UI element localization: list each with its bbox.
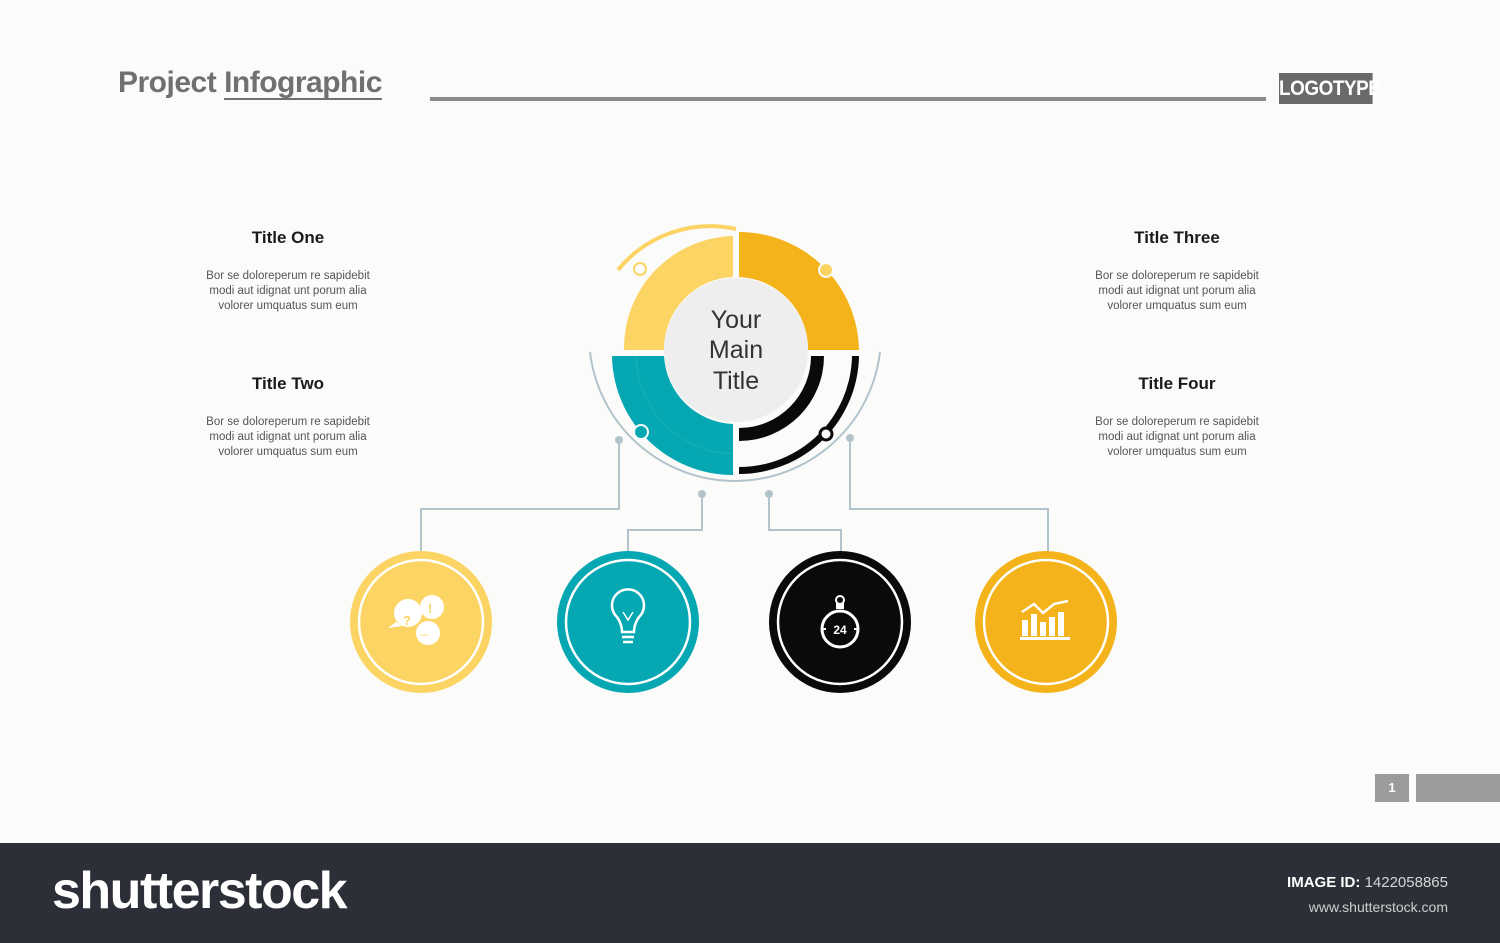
item-line: modi aut idignat unt porum alia <box>209 431 367 443</box>
center-title-line: Main <box>709 336 763 364</box>
quadrant-bottom-right-outer <box>739 356 859 474</box>
page-bar <box>1416 774 1500 802</box>
logotype-badge: LOGOTYPE <box>1279 73 1381 104</box>
quadrant-bottom-left <box>636 356 733 454</box>
connector-node <box>846 434 854 442</box>
outer-arc-yellow <box>616 224 737 272</box>
svg-text:!: ! <box>428 601 432 616</box>
connector-node <box>765 490 773 498</box>
svg-text:?: ? <box>403 613 411 628</box>
item-title: Title Three <box>1134 228 1220 247</box>
quadrant-top-right <box>739 232 859 350</box>
title-part-2: Infographic <box>224 66 382 99</box>
center-title-line: Your <box>711 306 762 334</box>
text-block-two: Title Two Bor se doloreperum re sapidebi… <box>168 374 408 460</box>
ring-knob <box>633 262 647 276</box>
item-line: modi aut idignat unt porum alia <box>209 285 367 297</box>
image-id-label: IMAGE ID: <box>1287 874 1361 891</box>
connector-node <box>698 490 706 498</box>
image-id-value: 1422058865 <box>1364 874 1448 891</box>
item-title: Title One <box>251 228 325 247</box>
quadrant-top-left <box>623 236 733 350</box>
item-title: Title Two <box>251 374 325 393</box>
icon-circle-four <box>975 551 1117 693</box>
item-line: modi aut idignat unt porum alia <box>1098 431 1256 443</box>
ring-knob <box>818 262 834 278</box>
header-rule <box>430 97 1266 101</box>
item-line: Bor se doloreperum re sapidebit <box>206 270 370 282</box>
bar-chart-icon <box>1020 599 1070 640</box>
item-line: Bor se doloreperum re sapidebit <box>1095 416 1259 428</box>
footer-bar: shutterstock IMAGE ID: 1422058865 www.sh… <box>0 843 1500 943</box>
ring-knob <box>818 426 834 442</box>
connector-node <box>615 436 623 444</box>
stopwatch-24-icon: 24 <box>820 595 860 649</box>
center-circle <box>664 278 808 422</box>
lightbulb-icon <box>610 588 646 644</box>
text-block-three: Title Three Bor se doloreperum re sapide… <box>1057 228 1297 314</box>
brand-logo: shutterstock <box>52 862 348 920</box>
item-line: volorer umquatus sum eum <box>1107 446 1247 458</box>
site-url: www.shutterstock.com <box>1308 899 1448 915</box>
slide: Project Infographic LOGOTYPE Title One B… <box>118 66 1500 802</box>
item-line: Bor se doloreperum re sapidebit <box>1095 270 1259 282</box>
item-line: volorer umquatus sum eum <box>218 446 358 458</box>
ring-knob <box>633 424 649 440</box>
title-part-1: Project <box>118 66 217 99</box>
item-line: volorer umquatus sum eum <box>218 300 358 312</box>
item-line: modi aut idignat unt porum alia <box>1098 285 1256 297</box>
icon-circle-two <box>557 551 699 693</box>
item-title: Title Four <box>1138 374 1216 393</box>
page-number: 1 <box>1375 774 1409 802</box>
center-title-line: Title <box>713 367 759 395</box>
outer-arc-connector <box>589 351 881 482</box>
chat-bubbles-icon: ? ! ... <box>388 595 444 645</box>
quadrant-bottom-left-outer <box>612 356 733 475</box>
icon-circle-three: 24 <box>769 551 911 693</box>
item-line: volorer umquatus sum eum <box>1107 300 1247 312</box>
stopwatch-label: 24 <box>833 623 847 637</box>
text-block-four: Title Four Bor se doloreperum re sapideb… <box>1057 374 1297 460</box>
svg-text:...: ... <box>420 628 429 639</box>
item-line: Bor se doloreperum re sapidebit <box>206 416 370 428</box>
page-title: Project Infographic <box>118 66 382 100</box>
icon-circle-one: ? ! ... <box>350 551 492 693</box>
hub-diagram: Your Main Title ? <box>350 224 1117 693</box>
connector-lines <box>420 438 1049 552</box>
image-id: IMAGE ID: 1422058865 <box>1287 874 1448 891</box>
quadrant-bottom-right <box>739 356 824 441</box>
text-block-one: Title One Bor se doloreperum re sapidebi… <box>168 228 408 314</box>
